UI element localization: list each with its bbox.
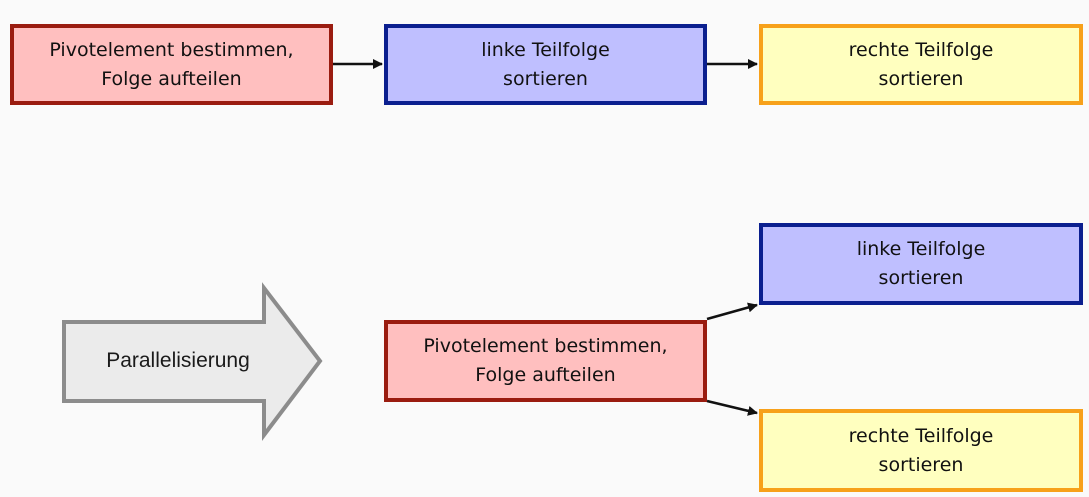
parallelization-label: Parallelisierung (106, 349, 250, 372)
arrow-root-to-branch-top (706, 302, 758, 321)
par-pivot-split-box: Pivotelement bestimmen, Folge aufteilen (384, 320, 707, 402)
par-sort-right-box: rechte Teilfolge sortieren (759, 409, 1083, 492)
arrow-root-to-branch-bottom (706, 399, 758, 416)
parallelization-arrow-shape (62, 282, 323, 441)
seq-sort-left-box: linke Teilfolge sortieren (384, 24, 707, 105)
seq-sort-right-box: rechte Teilfolge sortieren (759, 24, 1083, 105)
seq-pivot-split-box: Pivotelement bestimmen, Folge aufteilen (10, 24, 333, 105)
par-sort-left-box: linke Teilfolge sortieren (759, 223, 1083, 305)
